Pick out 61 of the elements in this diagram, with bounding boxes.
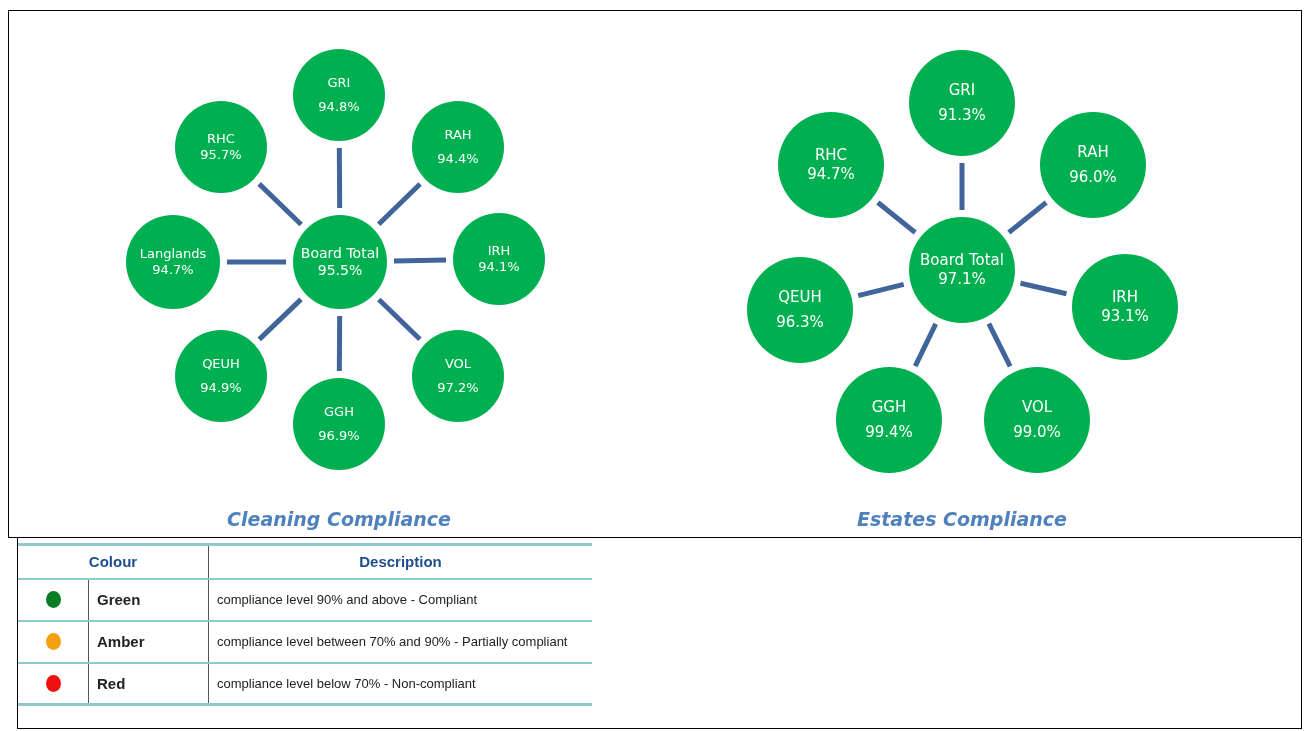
site-name: GRI: [327, 74, 351, 91]
site-name: GRI: [948, 81, 976, 100]
connector-line: [857, 281, 905, 299]
site-name: IRH: [487, 242, 511, 259]
site-name: GGH: [324, 403, 354, 420]
compliance-value: 95.5%: [317, 262, 363, 280]
site-name: RHC: [207, 130, 235, 147]
connector-line: [377, 297, 422, 341]
connector-line: [913, 322, 938, 368]
site-name: RHC: [814, 146, 848, 165]
site-name: VOL: [1021, 398, 1053, 417]
site-name: QEUH: [202, 355, 240, 372]
connector-line: [1019, 280, 1068, 297]
compliance-value: 97.2%: [437, 380, 479, 397]
colour-name: Red: [97, 674, 126, 692]
connector-line: [336, 148, 343, 208]
compliance-value: 94.4%: [437, 151, 479, 168]
compliance-value: 96.0%: [1069, 168, 1117, 187]
site-name: RAH: [444, 126, 472, 143]
site-name: GGH: [871, 398, 907, 417]
compliance-value: 91.3%: [938, 106, 986, 125]
site-circle: [293, 215, 387, 309]
compliance-value: 99.0%: [1013, 423, 1061, 442]
column-header: Description: [359, 553, 442, 571]
column-header: Colour: [88, 553, 138, 571]
compliance-value: 94.1%: [478, 259, 520, 276]
connector-line: [376, 182, 422, 227]
site-name: Langlands: [139, 245, 207, 262]
chart-title: Estates Compliance: [856, 508, 1068, 530]
status-description: compliance level 90% and above - Compliant: [217, 592, 478, 607]
site-name: QEUH: [778, 288, 822, 307]
site-name: VOL: [444, 355, 472, 372]
colour-name: Amber: [97, 633, 145, 650]
site-name: IRH: [1111, 288, 1139, 307]
chart-title: Cleaning Compliance: [226, 508, 452, 530]
status-description: compliance level below 70% - Non-compliant: [217, 675, 476, 691]
connector-line: [227, 259, 286, 265]
site-name: RAH: [1077, 143, 1109, 162]
compliance-value: 96.9%: [318, 428, 360, 445]
compliance-value: 95.7%: [200, 147, 242, 164]
colour-name: Green: [97, 591, 141, 608]
compliance-value: 96.3%: [776, 313, 824, 332]
status-description: compliance level between 70% and 90% - Partially compliant: [217, 634, 568, 649]
connector-line: [876, 200, 917, 235]
site-circle: [909, 217, 1015, 323]
compliance-value: 97.1%: [938, 270, 986, 289]
connector-line: [336, 316, 343, 371]
connector-line: [986, 322, 1013, 368]
compliance-value: 94.9%: [200, 380, 242, 397]
compliance-value: 94.7%: [152, 262, 194, 279]
compliance-value: 94.8%: [318, 99, 360, 116]
compliance-value: 99.4%: [865, 423, 913, 442]
connector-line: [959, 163, 965, 210]
connector-line: [393, 257, 447, 264]
connector-line: [257, 182, 303, 227]
compliance-value: 93.1%: [1101, 307, 1149, 326]
connector-line: [257, 297, 303, 342]
site-name: Board Total: [920, 251, 1004, 270]
site-name: Board Total: [300, 244, 380, 262]
compliance-value: 94.7%: [807, 165, 855, 184]
connector-line: [1007, 200, 1048, 235]
